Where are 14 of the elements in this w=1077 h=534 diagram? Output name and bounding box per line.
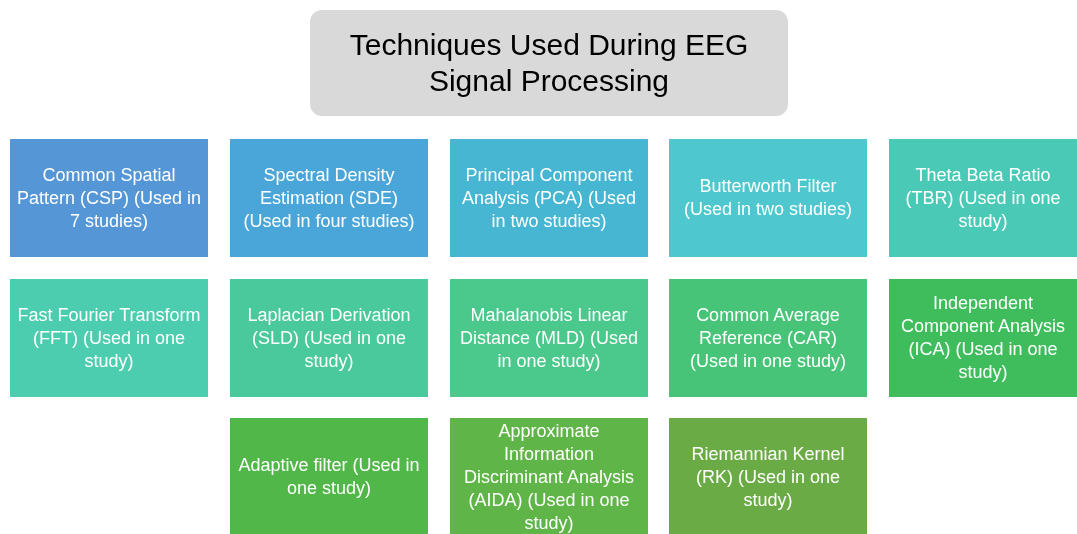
technique-box: Common Average Reference (CAR) (Used in one study) [669, 279, 867, 397]
technique-box: Fast Fourier Transform (FFT) (Used in one study) [10, 279, 208, 397]
title-box: Techniques Used During EEG Signal Processing [310, 10, 788, 116]
technique-box: Laplacian Derivation (SLD) (Used in one study) [230, 279, 428, 397]
technique-box: Independent Component Analysis (ICA) (Used in one study) [889, 279, 1077, 397]
technique-box: Principal Component Analysis (PCA) (Used in two studies) [450, 139, 648, 257]
technique-box: Adaptive filter (Used in one study) [230, 418, 428, 534]
technique-box: Approximate Information Discriminant Analysis (AIDA) (Used in one study) [450, 418, 648, 534]
technique-box: Spectral Density Estimation (SDE) (Used in four studies) [230, 139, 428, 257]
technique-box: Theta Beta Ratio (TBR) (Used in one study) [889, 139, 1077, 257]
technique-box: Riemannian Kernel (RK) (Used in one study) [669, 418, 867, 534]
technique-box: Common Spatial Pattern (CSP) (Used in 7 studies) [10, 139, 208, 257]
technique-box: Butterworth Filter (Used in two studies) [669, 139, 867, 257]
technique-box: Mahalanobis Linear Distance (MLD) (Used in one study) [450, 279, 648, 397]
